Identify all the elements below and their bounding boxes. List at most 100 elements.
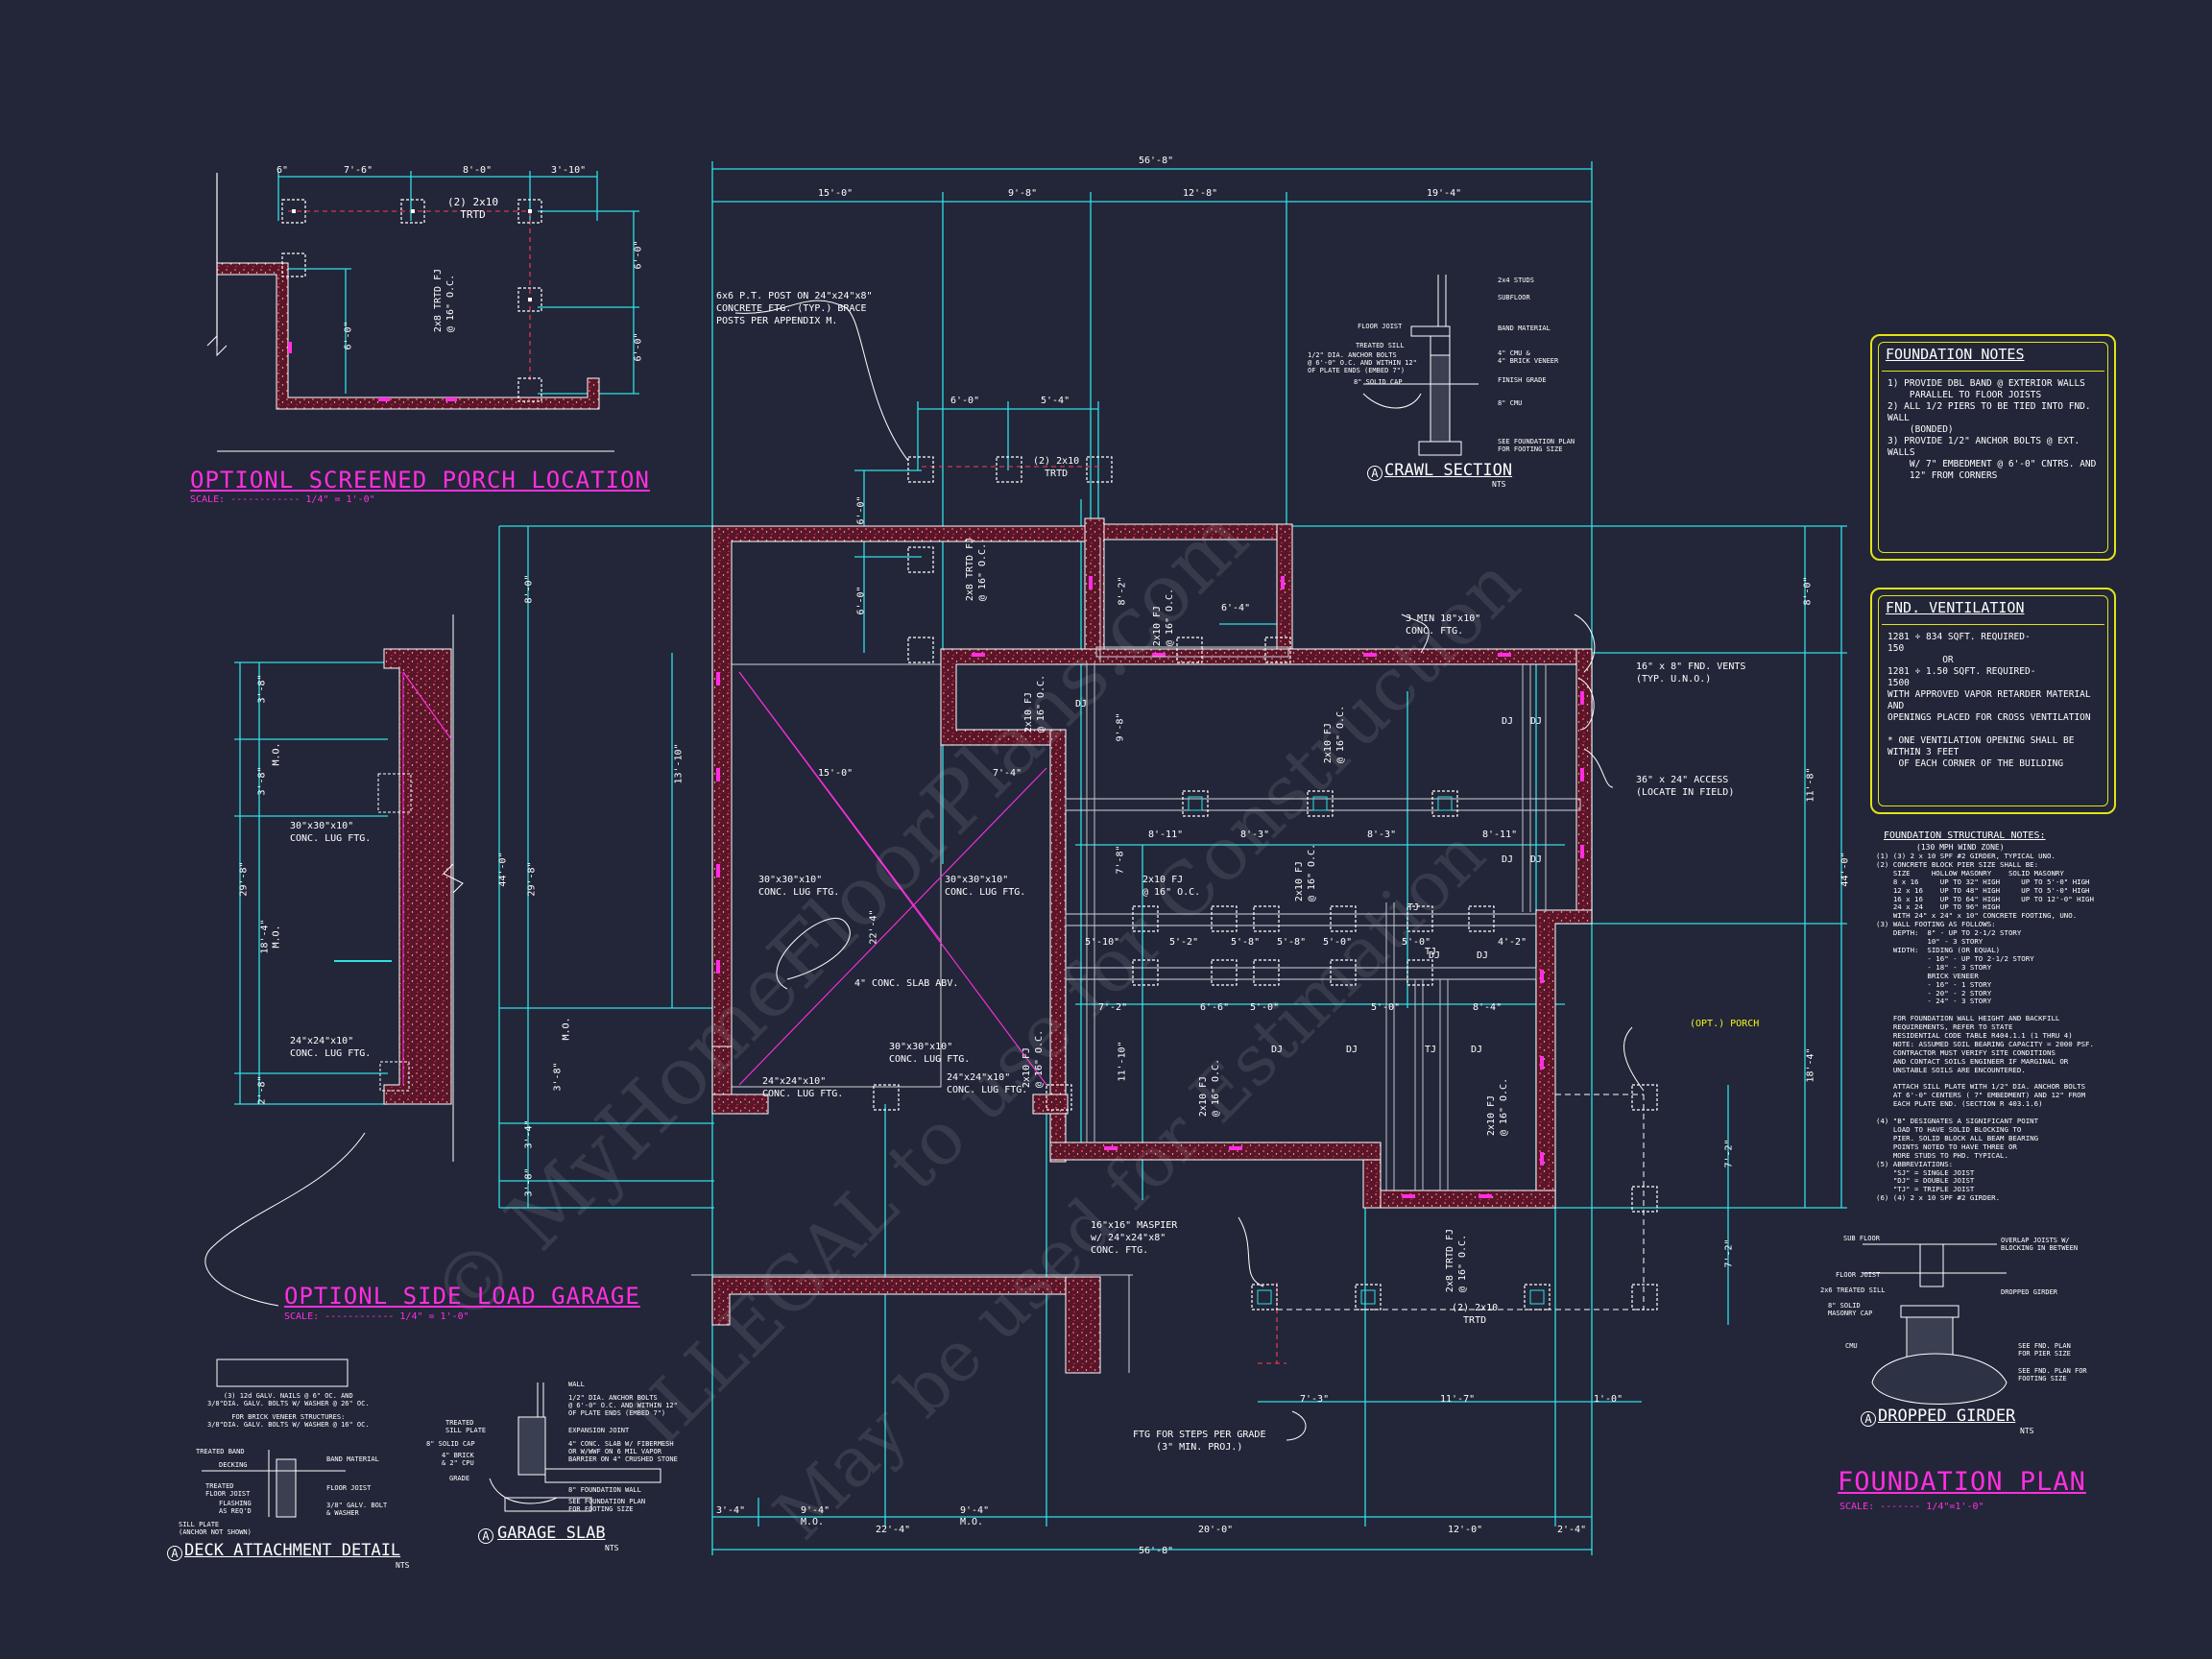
girder-nts: NTS [2020,1427,2034,1435]
girders [1065,538,1581,980]
dimension-lines [234,161,1847,1555]
foundation-notes-inner [1878,342,2108,553]
interior-dim-4: 6'-4" [1221,603,1251,613]
plan-lug-5: 24"x24"x10" CONC. LUG FTG. [947,1072,1028,1095]
bottom-dim-7: 2'-4" [1557,1525,1587,1535]
porch-dim-3: 8'-0" [463,165,493,176]
fnd-ventilation-body: 1281 ÷ 834 SQFT. REQUIRED- 150 OR 1281 ÷… [1887,632,2091,769]
interior-dim-24: 5'-8" [1277,937,1307,948]
interior-dim-2: 7'-4" [993,768,1022,779]
slab-label: 8" FOUNDATION WALL [568,1486,641,1494]
right-dim-1: 8'-0" [1802,576,1814,606]
interior-dim-3: 22'-4" [868,909,879,945]
crawl-label: SUBFLOOR [1498,294,1530,301]
right-dim-2: 11'-8" [1805,767,1816,803]
deck-label: FLASHING AS REQ'D [219,1500,252,1515]
porch-top-dim-1: 6'-0" [950,396,980,406]
left-dim-2: 44'-0" [497,852,509,887]
garage-lug-bottom: 24"x24"x10" CONC. LUG FTG. [290,1036,372,1059]
deck-label: DECKING [219,1461,248,1469]
plan-fj-8: 2x10 FJ @ 16" O.C. [1022,1029,1046,1089]
garage-detail-walls [204,614,464,1307]
dj-tag: DJ [1530,716,1543,727]
garage-detail-scale: SCALE: ------------ 1/4" = 1'-0" [284,1311,469,1322]
structural-notes-title: FOUNDATION STRUCTURAL NOTES: [1884,830,2046,841]
interior-dim-16: 8'-4" [1473,1002,1503,1013]
structural-notes-body: (1) (3) 2 x 10 SPF #2 GIRDER, TYPICAL UN… [1876,852,2094,1203]
girder-label: SUB FLOOR [1843,1235,1880,1242]
right-dim-5: 7'-2" [1723,1139,1735,1168]
crawl-label: FLOOR JOIST [1358,323,1403,330]
garage-lug-top: 30"x30"x10" CONC. LUG FTG. [290,821,372,844]
plan-slab: 4" CONC. SLAB ABV. [854,978,959,989]
interior-dim-17: 11'-10" [1117,1041,1128,1082]
bottom-dim-2: 9'-4" [801,1505,830,1516]
interior-dim-10: 7'-8" [1115,845,1126,875]
interior-dim-1: 15'-0" [818,768,854,779]
top-dim-2: 9'-8" [1008,188,1038,199]
porch-detail-piers [281,199,542,402]
foundation-notes-box: FOUNDATION NOTES 1) PROVIDE DBL BAND @ E… [1870,334,2116,561]
garage-dim-5: 2'-8" [256,1075,268,1105]
plan-fj-6: 2x10 FJ @ 16" O.C. [1198,1058,1222,1118]
crawl-label: BAND MATERIAL [1498,325,1551,332]
pier-ties [1188,796,1545,1305]
garage-mo-1: M.O. [271,742,282,766]
left-dim-7: 3'-4" [523,1119,535,1149]
bottom-dim-1: 3'-4" [716,1505,746,1516]
porch-dim-right-2: 6'-0" [633,332,644,362]
right-dim-3: 44'-0" [1839,852,1851,887]
crawl-label: 8" SOLID CAP [1354,378,1403,386]
porch-joist-label: 2x8 TRTD FJ @ 16" O.C. [433,268,457,333]
top-dim-4: 19'-4" [1427,188,1462,199]
deck-title: DECK ATTACHMENT DETAIL [184,1541,401,1560]
bottom-overall-dim: 56'-8" [1139,1546,1174,1556]
girder-label: CMU [1845,1342,1858,1350]
dropped-girder-sketch [1863,1243,2008,1405]
crawl-nts: NTS [1492,480,1506,489]
left-dim-5: M.O. [561,1017,572,1041]
post-note: 6x6 P.T. POST ON 24"x24"x8" CONCRETE FTG… [716,291,873,326]
top-dim-3: 12'-8" [1183,188,1218,199]
porch-dim-right-1: 6'-0" [633,240,644,270]
plan-fj-3: 2x10 FJ @ 16" O.C. [1323,705,1347,764]
slab-label: GRADE [449,1475,470,1482]
deck-label: TREATED BAND [196,1448,245,1455]
left-dim-1: 8'-0" [523,574,535,604]
deck-label: BAND MATERIAL [326,1455,379,1463]
deck-label: FLOOR JOIST [326,1484,372,1492]
plan-fj-1: 2x10 FJ @ 16" O.C. [1152,588,1176,647]
dj-tag: DJ [1471,1045,1483,1055]
structural-notes-subtitle: (130 MPH WIND ZONE) [1916,843,2005,852]
plan-fj-5: 2x10 FJ @ 16" O.C. [1294,843,1318,902]
girder-label: 2x6 TREATED SILL [1820,1286,1886,1294]
plan-opt-porch: (OPT.) PORCH [1690,1019,1760,1029]
porch-dim-4: 3'-10" [551,165,587,176]
foundation-plan-title: FOUNDATION PLAN [1838,1467,2086,1497]
dj-tag: DJ [1346,1045,1358,1055]
slab-label: 8" SOLID CAP [426,1440,475,1448]
crawl-label: 2x4 STUDS [1498,276,1534,284]
deck-label: (3) 12d GALV. NAILS @ 6" OC. AND 3/8"DIA… [207,1392,370,1407]
slab-label: 1/2" DIA. ANCHOR BOLTS @ 6'-0" O.C. AND … [568,1394,678,1417]
piers [873,456,1658,1310]
foundation-notes-rule [1882,371,2104,372]
slab-title: GARAGE SLAB [497,1524,606,1543]
right-dim-4: 18'-4" [1805,1047,1816,1083]
left-dim-3: 29'-8" [526,861,538,897]
girder-label: DROPPED GIRDER [2001,1288,2058,1296]
bottom-dim-3: 9'-4" [960,1505,990,1516]
rear-dim-2: 11'-7" [1440,1394,1476,1405]
plan-fj-7: 2x10 FJ @ 16" O.C. [1486,1077,1510,1137]
bottom-mo-2: M.O. [960,1517,984,1527]
interior-dim-21: 5'-0" [1323,937,1353,948]
deck-label: 3/8" GALV. BOLT & WASHER [326,1502,388,1517]
slab-nts: NTS [605,1544,619,1552]
bottom-dim-6: 12'-0" [1448,1525,1483,1535]
top-overall-dim: 56'-8" [1139,156,1174,166]
crawl-label: TREATED SILL [1356,342,1405,349]
porch-dim-1: 6" [276,165,289,176]
garage-detail-title: OPTIONL SIDE LOAD GARAGE [284,1283,640,1310]
